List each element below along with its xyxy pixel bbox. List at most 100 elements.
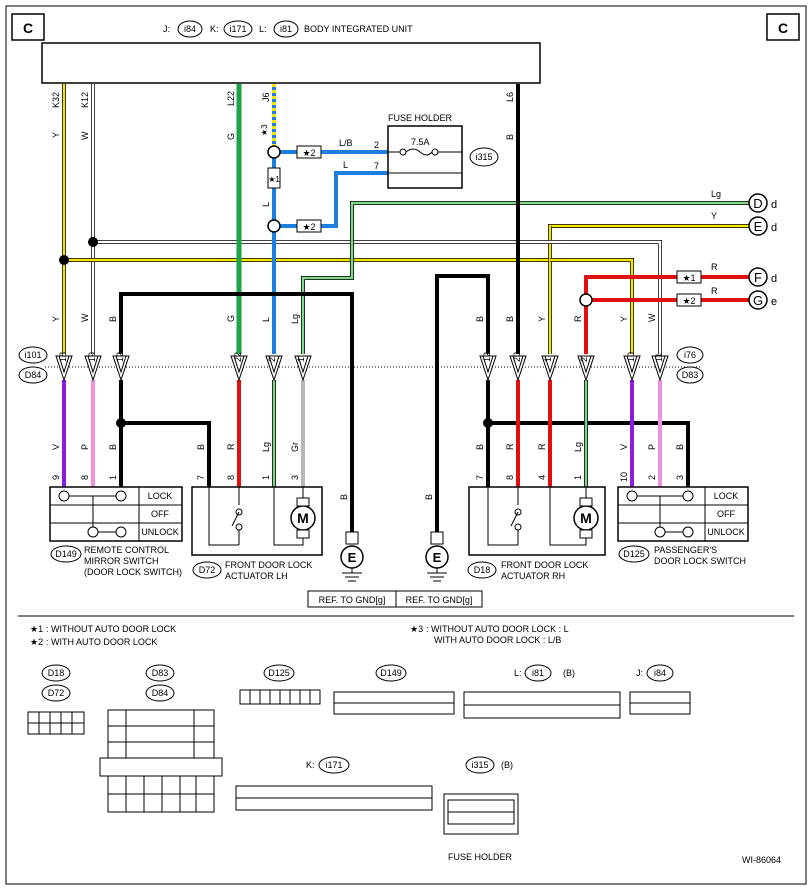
svg-text:L/B: L/B [339, 138, 353, 148]
svg-text:K:: K: [210, 24, 219, 34]
svg-text:i81: i81 [532, 668, 544, 678]
svg-text:L:: L: [514, 668, 522, 678]
svg-text:★2: ★2 [30, 637, 43, 647]
svg-text:: WITHOUT AUTO DOOR LOCK : L: : WITHOUT AUTO DOOR LOCK : L [426, 624, 569, 634]
svg-text:F: F [754, 270, 762, 285]
svg-text:B: B [424, 494, 434, 500]
svg-text:Lg: Lg [711, 189, 721, 199]
svg-text:i76: i76 [684, 350, 696, 360]
svg-text:22: 22 [233, 352, 243, 362]
svg-text:FUSE HOLDER: FUSE HOLDER [448, 852, 513, 862]
svg-text:L22: L22 [226, 91, 236, 106]
svg-text:FUSE HOLDER: FUSE HOLDER [388, 113, 453, 123]
svg-text:19: 19 [87, 352, 97, 362]
svg-text:12: 12 [482, 352, 492, 362]
mirror-switch: LOCK OFF UNLOCK D149 REMOTE CONTROL MIRR… [49, 486, 183, 577]
svg-text:e: e [771, 296, 777, 308]
svg-text:i84: i84 [654, 668, 666, 678]
top-pin-labels: K32 K12 L22 J6 L6 Y W G B L Y W B G L Lg… [51, 91, 721, 324]
svg-text:E: E [433, 550, 442, 565]
svg-text:D83: D83 [682, 370, 699, 380]
svg-text:LOCK: LOCK [148, 491, 173, 501]
svg-text:D84: D84 [152, 688, 169, 698]
svg-text:OFF: OFF [717, 509, 735, 519]
svg-text:Lg: Lg [261, 442, 271, 452]
right-terminals: D d E d F d G e [748, 193, 777, 310]
svg-text:2: 2 [374, 140, 379, 150]
svg-text:G: G [226, 315, 236, 322]
svg-text:D72: D72 [199, 565, 216, 575]
svg-text:B: B [475, 316, 485, 322]
svg-text:L:: L: [259, 24, 267, 34]
junction-dots [59, 145, 593, 428]
svg-text:B: B [505, 134, 515, 140]
svg-text:WITH AUTO DOOR LOCK : L/B: WITH AUTO DOOR LOCK : L/B [434, 635, 561, 645]
svg-text:D18: D18 [48, 668, 65, 678]
svg-text:1: 1 [261, 475, 271, 480]
svg-text:G: G [753, 293, 763, 308]
svg-text:1: 1 [573, 475, 583, 480]
svg-text:L: L [261, 317, 271, 322]
svg-text:V: V [51, 444, 61, 450]
svg-text:i81: i81 [280, 24, 292, 34]
svg-text:3: 3 [675, 475, 685, 480]
actuator-lh: M D72 FRONT DOOR LOCK ACTUATOR LH [191, 486, 323, 581]
svg-text:Y: Y [619, 316, 629, 322]
svg-text:7: 7 [374, 161, 379, 171]
svg-text:i171: i171 [229, 24, 246, 34]
svg-text:12: 12 [115, 352, 125, 362]
header-labels: J: i84 K: i171 L: i81 BODY INTEGRATED UN… [163, 20, 413, 38]
svg-text:i101: i101 [24, 350, 41, 360]
svg-text:B: B [108, 316, 118, 322]
svg-text:L6: L6 [505, 92, 515, 102]
svg-text:★1: ★1 [682, 273, 695, 283]
svg-text:10: 10 [626, 352, 636, 362]
svg-text:D84: D84 [25, 370, 42, 380]
svg-text:★3: ★3 [260, 124, 269, 136]
star-boxes: ★2 ★1 ★2 ★1 ★2 ★3 [260, 124, 702, 307]
svg-text:7: 7 [196, 475, 206, 480]
svg-text:K12: K12 [80, 92, 90, 108]
svg-text:C: C [23, 20, 33, 36]
svg-text:Y: Y [537, 316, 547, 322]
svg-text:Y: Y [51, 316, 61, 322]
svg-text:1: 1 [296, 357, 306, 362]
svg-text:W: W [80, 313, 90, 322]
svg-text:J:: J: [163, 24, 170, 34]
svg-text:Y: Y [51, 132, 61, 138]
svg-text:OFF: OFF [151, 509, 169, 519]
svg-text:BODY INTEGRATED UNIT: BODY INTEGRATED UNIT [304, 24, 413, 34]
svg-text:K32: K32 [51, 92, 61, 108]
svg-text:i315: i315 [471, 760, 488, 770]
svg-text:REMOTE CONTROL: REMOTE CONTROL [84, 545, 169, 555]
svg-text:★2: ★2 [302, 222, 315, 232]
svg-text:M: M [580, 510, 592, 526]
svg-text:UNLOCK: UNLOCK [141, 527, 179, 537]
svg-text:d: d [771, 273, 777, 285]
fuse-holder: FUSE HOLDER 7.5A 2 7 L/B L i315 [339, 113, 499, 189]
svg-text:11: 11 [654, 353, 664, 362]
ground-left: E [340, 531, 364, 582]
svg-text:2: 2 [267, 357, 277, 362]
svg-text:4: 4 [537, 475, 547, 480]
svg-text:2: 2 [647, 475, 657, 480]
svg-text:B: B [196, 444, 206, 450]
connector-views: D18 D72 D83 D84 D125 D149 L: i81 (B) J: [27, 664, 691, 862]
svg-text:REF. TO GND[g]: REF. TO GND[g] [406, 595, 473, 605]
svg-text:9: 9 [51, 475, 61, 480]
svg-text:D: D [753, 196, 762, 211]
svg-text:★2: ★2 [682, 296, 695, 306]
svg-text:Y: Y [711, 211, 717, 221]
svg-text:LOCK: LOCK [714, 491, 739, 501]
svg-text:i84: i84 [184, 24, 196, 34]
body-integrated-unit-box [41, 42, 541, 84]
figure-id: WI-86064 [742, 855, 781, 865]
svg-text:P: P [80, 444, 90, 450]
svg-text:★1: ★1 [268, 175, 280, 184]
corner-left-box: C [11, 13, 45, 41]
svg-text:DOOR LOCK SWITCH: DOOR LOCK SWITCH [654, 556, 746, 566]
svg-text:D125: D125 [623, 549, 645, 559]
svg-text:C: C [778, 20, 788, 36]
svg-text:W: W [80, 131, 90, 140]
ground-ref-boxes: REF. TO GND[g] REF. TO GND[g] [307, 590, 483, 608]
